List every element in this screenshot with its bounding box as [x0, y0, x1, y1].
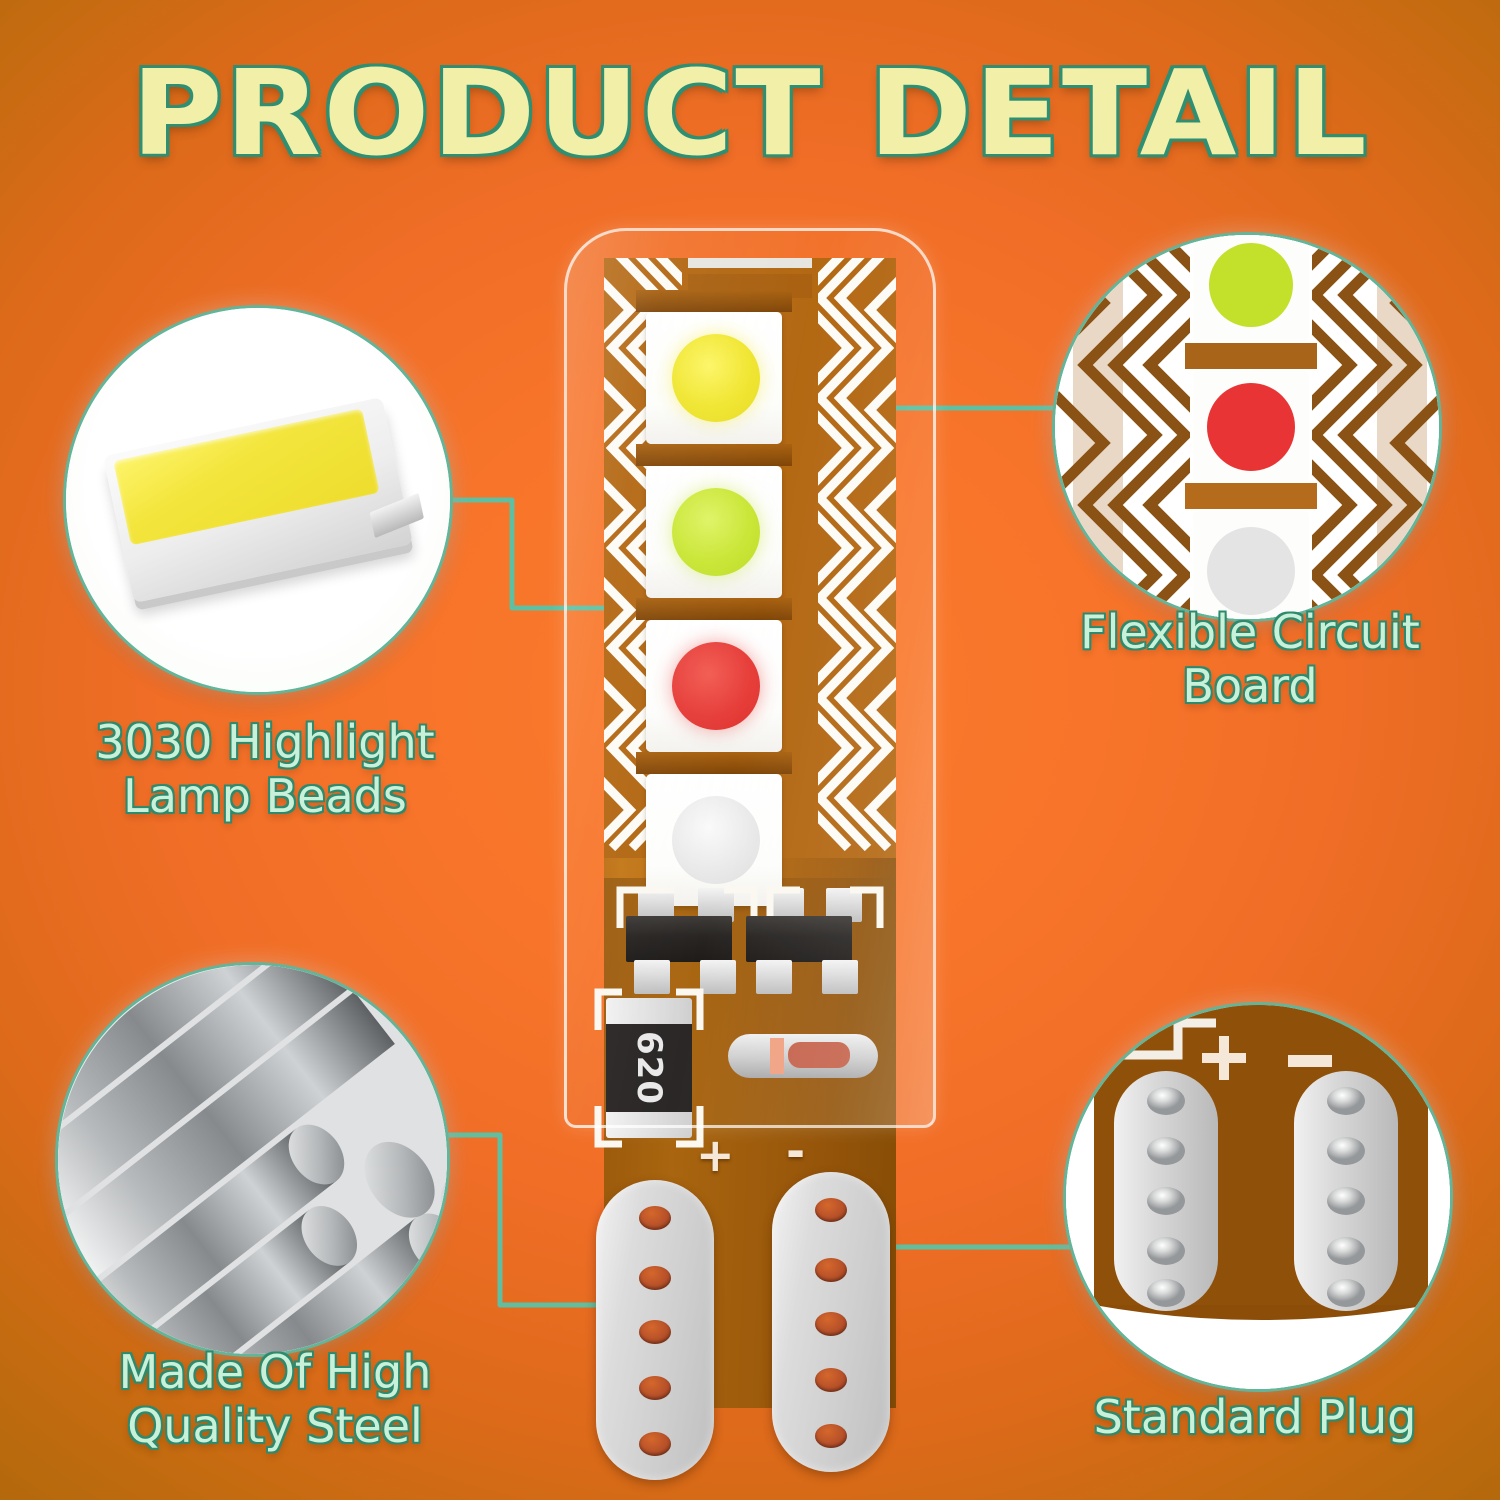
resistor-outline	[594, 988, 704, 1148]
plug-zoom-illustration	[1066, 1005, 1450, 1389]
pcb-separator-4	[636, 752, 792, 774]
led-chip-illustration	[66, 308, 450, 692]
solder-pad	[634, 960, 670, 994]
plug-via	[815, 1198, 847, 1222]
pcb-zoom-illustration	[1055, 235, 1439, 619]
callout-circle-flexible-circuit-board[interactable]	[1052, 232, 1442, 622]
plug-via	[815, 1368, 847, 1392]
callout-label-standard-plug: Standard Plug	[1093, 1390, 1417, 1444]
solder-pad	[700, 960, 736, 994]
led-emitter-red	[672, 642, 760, 730]
polarity-minus: -	[786, 1124, 806, 1178]
silicone-housing	[564, 228, 936, 1128]
polarity-plus: +	[696, 1128, 735, 1182]
plug-via	[639, 1376, 671, 1400]
ic-transistor-right	[746, 916, 852, 962]
pcb-separator-2	[636, 444, 792, 466]
led-emitter-yellow-green	[672, 488, 760, 576]
callout-circle-quality-steel[interactable]	[55, 962, 450, 1357]
pcb-separator-3	[636, 598, 792, 620]
page-title: PRODUCT DETAIL	[131, 44, 1369, 182]
diode-component	[728, 1034, 878, 1078]
callout-circle-lamp-beads[interactable]	[63, 305, 453, 695]
plug-pad-positive[interactable]	[596, 1180, 714, 1480]
steel-rods-illustration	[58, 965, 447, 1354]
plug-via	[815, 1312, 847, 1336]
solder-pad	[822, 960, 858, 994]
callout-label-quality-steel: Made Of High Quality Steel	[118, 1345, 432, 1454]
zoom-led-white	[1207, 527, 1295, 615]
plug-via	[639, 1432, 671, 1456]
solder-pad	[756, 960, 792, 994]
plug-via	[815, 1258, 847, 1282]
pcb-separator-1	[636, 290, 792, 312]
led-emitter-yellow	[672, 334, 760, 422]
zoom-led-green	[1209, 243, 1293, 327]
plug-pad-negative[interactable]	[772, 1172, 890, 1472]
product-image-led-bulb[interactable]: 620 + -	[560, 228, 940, 1480]
led-emitter-white	[672, 796, 760, 884]
callout-label-flexible-circuit-board: Flexible Circuit Board	[1080, 605, 1420, 714]
smd-3030-chip	[103, 397, 424, 603]
zoom-led-red	[1207, 383, 1295, 471]
ic-transistor-left	[626, 916, 732, 962]
callout-circle-standard-plug[interactable]	[1063, 1002, 1453, 1392]
plug-via	[639, 1266, 671, 1290]
plug-via	[639, 1320, 671, 1344]
plug-via	[815, 1424, 847, 1448]
plug-via	[639, 1206, 671, 1230]
callout-label-lamp-beads: 3030 Highlight Lamp Beads	[95, 715, 435, 824]
